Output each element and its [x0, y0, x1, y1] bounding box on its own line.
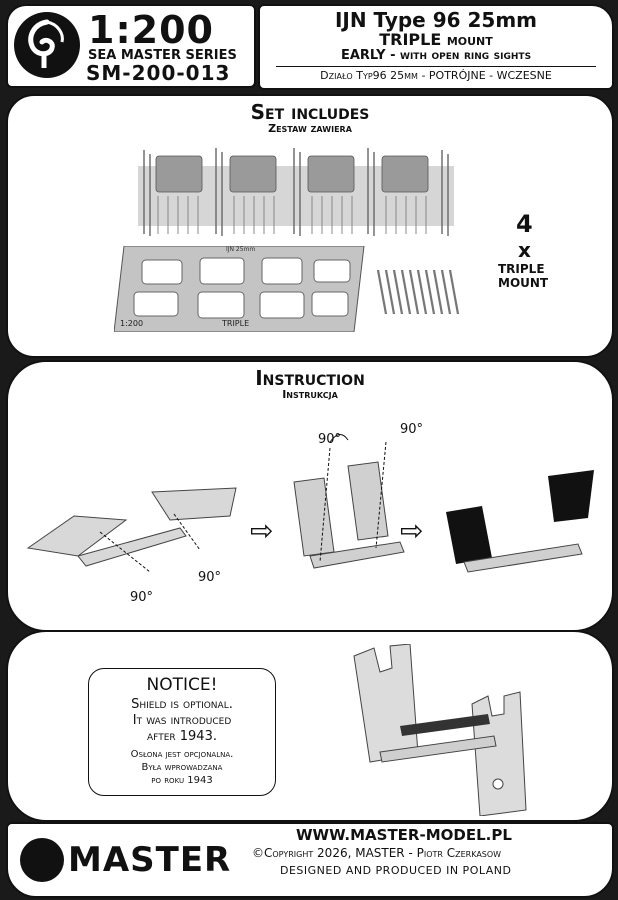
- header-logo-panel: 1:200 SEA MASTER SERIES SM-200-013: [6, 4, 256, 88]
- step3-assembled-diagram: [446, 470, 594, 573]
- angle-label-4: 90°: [400, 422, 424, 437]
- instruction-heading-pl: Instrukcja: [282, 388, 338, 401]
- master-logo-icon: [14, 12, 80, 78]
- instruction-section: Instruction Instrukcja 90° 90° ⇨ 90° 90°…: [6, 360, 614, 632]
- notice-pl-line-2: Była wprowadzana: [141, 762, 223, 773]
- scale-label: 1:200: [88, 8, 214, 52]
- quantity-label-mount: MOUNT: [498, 276, 549, 290]
- quantity-number: 4: [516, 210, 533, 238]
- barrel-parts-image: [138, 148, 454, 236]
- notice-line-1: Shield is optional.: [131, 697, 233, 712]
- notice-line-3: after 1943.: [147, 729, 217, 744]
- footer-designed: DESIGNED AND PRODUCED IN POLAND: [280, 864, 512, 877]
- step1-flat-part-diagram: [26, 487, 237, 573]
- title-line-2: TRIPLE mount: [379, 30, 493, 49]
- instruction-heading: Instruction: [255, 366, 365, 390]
- header-title-panel: IJN Type 96 25mm TRIPLE mount EARLY - wi…: [258, 4, 614, 90]
- notice-pl-line-1: Osłona jest opcjonalna.: [130, 749, 234, 760]
- footer-panel: MASTER WWW.MASTER-MODEL.PL ©Copyright 20…: [6, 822, 614, 898]
- series-label: SEA MASTER SERIES: [88, 48, 237, 63]
- subtitle-polish: Działo Typ96 25mm - POTRÓJNE - WCZESNE: [320, 69, 552, 82]
- notice-box: NOTICE! Shield is optional. It was intro…: [88, 668, 276, 796]
- angle-label-3: 90°: [318, 432, 342, 447]
- footer-copyright: ©Copyright 2026, MASTER - Piotr Czerkaso…: [252, 846, 502, 860]
- title-line-3: EARLY - with open ring sights: [340, 48, 532, 63]
- notice-pl-line-3: po roku 1943: [151, 775, 213, 786]
- angle-label-1: 90°: [130, 590, 154, 605]
- step2-folded-diagram: [293, 434, 405, 569]
- master-logo-icon: [20, 838, 64, 882]
- pe-scale-label: 1:200: [120, 319, 144, 328]
- arrow-icon: ⇨: [400, 514, 424, 547]
- header-divider: [276, 66, 596, 67]
- product-code: SM-200-013: [86, 61, 231, 85]
- footer-brand: MASTER: [68, 840, 232, 880]
- arrow-icon: ⇨: [250, 514, 274, 547]
- title-line-1: IJN Type 96 25mm: [334, 8, 538, 32]
- angle-label-2: 90°: [198, 570, 222, 585]
- pe-top-label: IJN 25mm: [226, 246, 256, 253]
- pe-triple-label: TRIPLE: [222, 319, 250, 328]
- set-includes-section: Set includes Zestaw zawiera: [6, 94, 614, 358]
- notice-title: NOTICE!: [146, 675, 218, 695]
- quantity-label-triple: TRIPLE: [498, 262, 545, 276]
- set-includes-heading-pl: Zestaw zawiera: [268, 122, 352, 135]
- set-includes-heading: Set includes: [250, 100, 370, 124]
- quantity-x: x: [518, 238, 531, 262]
- footer-url[interactable]: WWW.MASTER-MODEL.PL: [296, 826, 512, 844]
- notice-line-2: It was introduced: [132, 713, 232, 728]
- barrels-image: [376, 270, 460, 314]
- photo-etch-fret-image: [114, 246, 365, 332]
- shield-part-diagram: [353, 644, 527, 816]
